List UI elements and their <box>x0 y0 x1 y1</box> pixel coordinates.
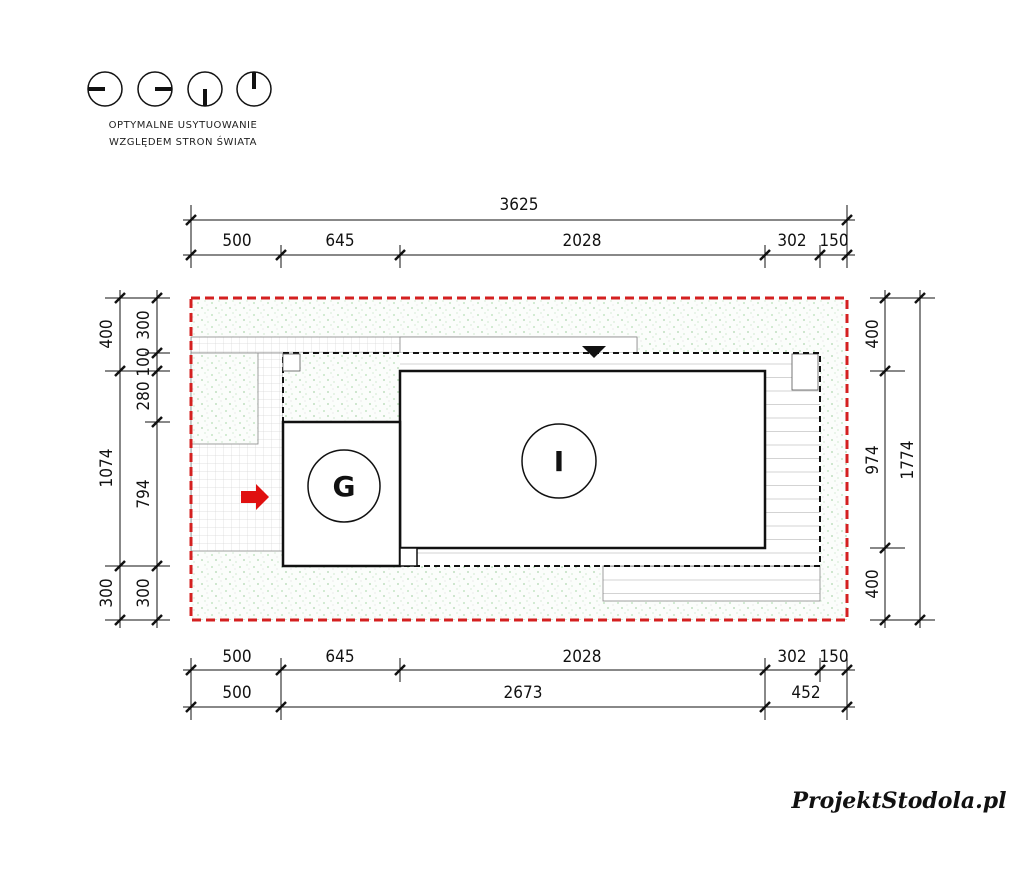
plot: G I <box>189 296 849 622</box>
dim-right-inner-0: 400 <box>863 319 883 348</box>
dim-left-outer-0: 400 <box>97 319 117 348</box>
garage-label: G <box>333 470 356 503</box>
dim-left-inner-0: 300 <box>134 310 154 339</box>
orientation-west-icon <box>87 71 123 107</box>
dim-bottom1-1: 645 <box>325 647 354 667</box>
legend-caption-line2: WZGLĘDEM STRON ŚWIATA <box>109 135 257 148</box>
dim-right-inner-2: 400 <box>863 569 883 598</box>
dim-bottom1-0: 500 <box>222 647 251 667</box>
dim-top-1: 645 <box>325 231 354 251</box>
dim-bottom2-1: 2673 <box>504 683 543 703</box>
house-building <box>398 369 767 550</box>
dim-left-outer-1: 1074 <box>97 449 117 488</box>
rear-deck <box>602 565 821 602</box>
garage-marker <box>307 449 381 523</box>
dim-left-inner-2: 280 <box>134 381 154 410</box>
dim-top-2: 2028 <box>563 231 602 251</box>
house-label: I <box>554 445 564 478</box>
lawn-patch <box>190 352 259 445</box>
deck-box <box>791 353 819 391</box>
dim-left-inner-4: 300 <box>134 578 154 607</box>
plot-boundary <box>189 296 849 622</box>
dimension-lines <box>105 205 935 720</box>
dimension-labels: 3625 500 645 2028 302 150 500 645 2028 3… <box>97 195 918 703</box>
dim-bottom1-3: 302 <box>777 647 806 667</box>
dim-top-total: 3625 <box>500 195 539 215</box>
orientation-east-icon <box>137 71 173 107</box>
corner-box <box>282 353 301 372</box>
dim-bottom2-0: 500 <box>222 683 251 703</box>
orientation-south-icon <box>187 71 223 107</box>
dim-bottom2-2: 452 <box>791 683 820 703</box>
orientation-legend: OPTYMALNE USYTUOWANIE WZGLĘDEM STRON ŚWI… <box>87 71 272 148</box>
dim-right-inner-1: 974 <box>863 445 883 474</box>
dim-right-outer: 1774 <box>898 441 918 480</box>
orientation-north-icon <box>236 71 272 107</box>
legend-caption-line1: OPTYMALNE USYTUOWANIE <box>109 120 258 131</box>
dim-left-outer-2: 300 <box>97 578 117 607</box>
dim-top-3: 302 <box>777 231 806 251</box>
dim-left-inner-1: 100 <box>134 347 154 376</box>
entrance-arrow-icon <box>241 484 269 510</box>
dim-top-4: 150 <box>819 231 848 251</box>
dim-top-0: 500 <box>222 231 251 251</box>
dim-left-inner-3: 794 <box>134 479 154 508</box>
connector-box <box>399 547 418 567</box>
house-marker <box>521 423 597 499</box>
entrance-marker-icon <box>582 346 606 358</box>
dim-bottom1-2: 2028 <box>563 647 602 667</box>
brand-logo: ProjektStodola.pl <box>791 788 1007 814</box>
dim-bottom1-4: 150 <box>819 647 848 667</box>
entrance-terrace <box>399 336 638 354</box>
